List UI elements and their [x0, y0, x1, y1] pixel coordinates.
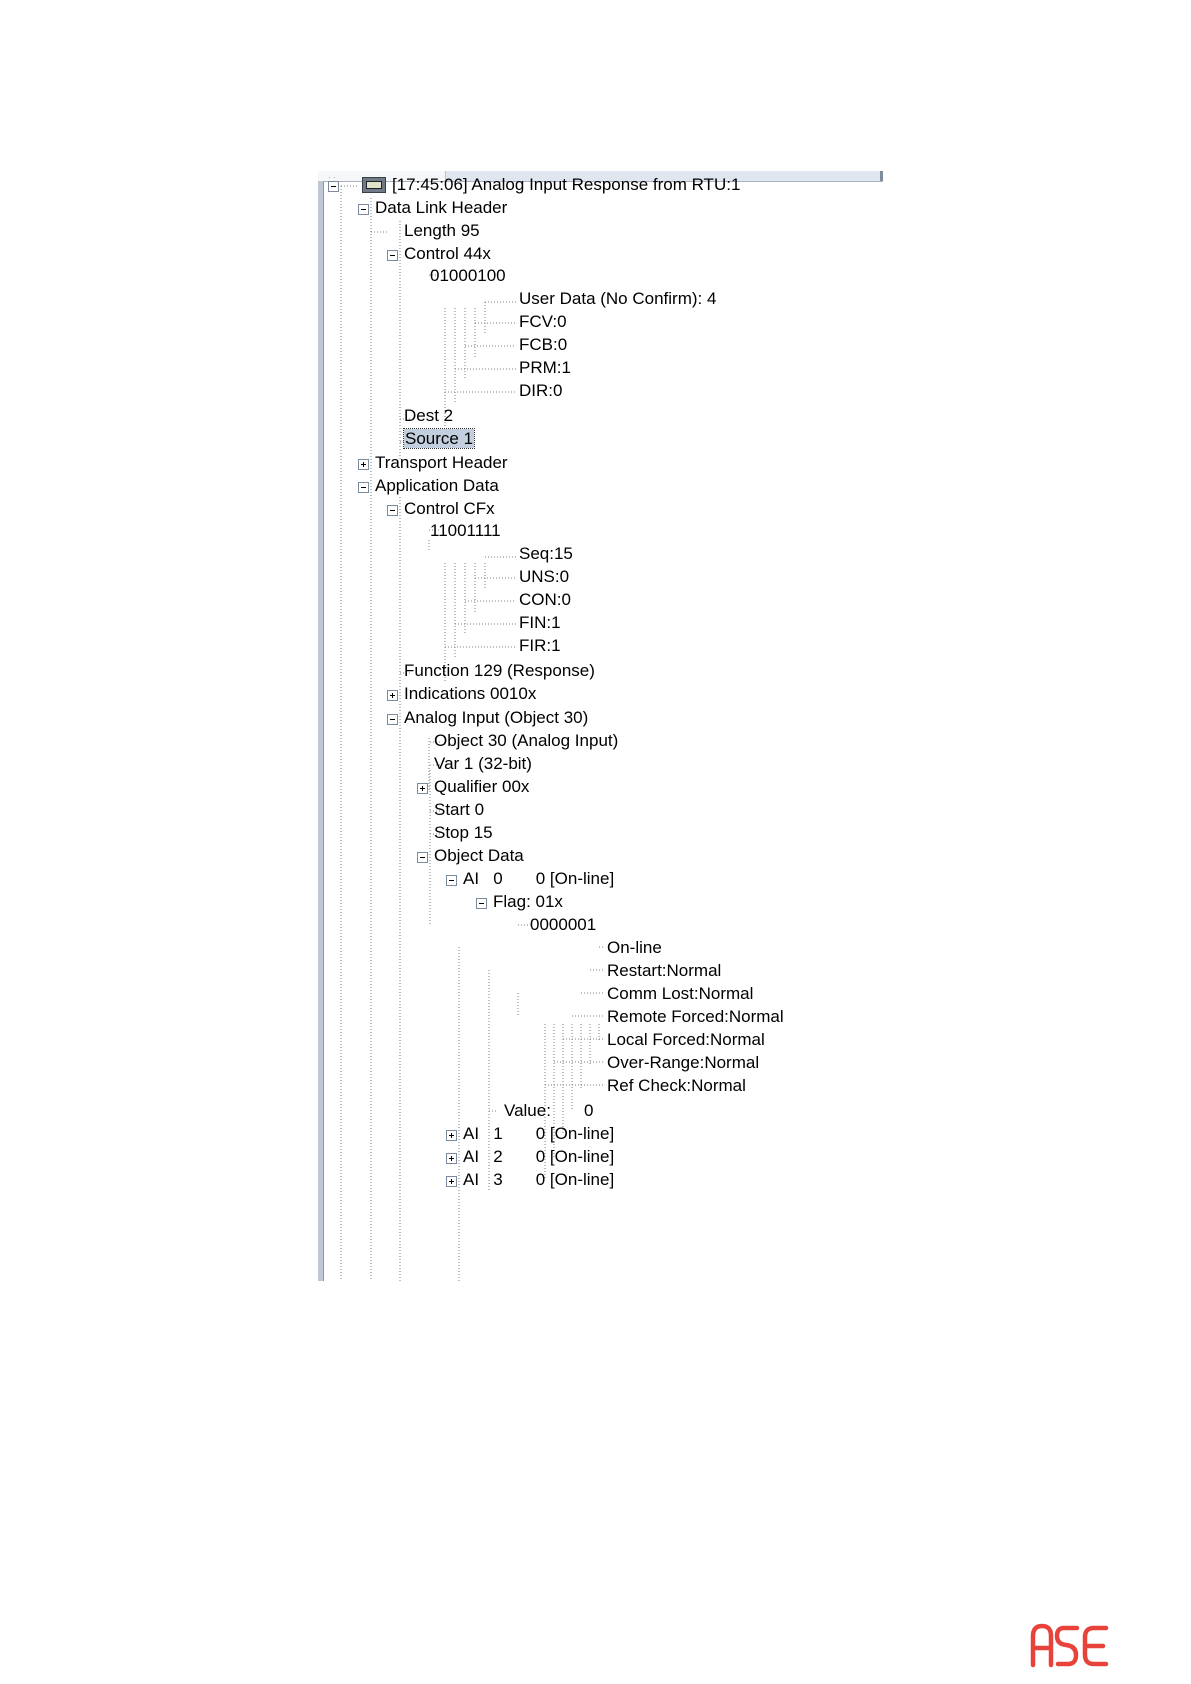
- node-length[interactable]: Length 95: [404, 221, 480, 240]
- message-icon: [362, 177, 386, 193]
- collapse-icon[interactable]: [476, 898, 487, 909]
- node-fcb[interactable]: FCB:0: [519, 335, 568, 354]
- protocol-tree-view[interactable]: · ·: [318, 171, 883, 1281]
- node-ai-3[interactable]: AI 3 0 [On-line]: [463, 1170, 615, 1189]
- expand-icon[interactable]: [446, 1130, 457, 1141]
- node-indications[interactable]: Indications 0010x: [404, 684, 537, 703]
- expand-icon[interactable]: [446, 1153, 457, 1164]
- tree-left-frame: [318, 181, 324, 1281]
- node-stop[interactable]: Stop 15: [434, 823, 493, 842]
- node-fir[interactable]: FIR:1: [519, 636, 561, 655]
- node-var[interactable]: Var 1 (32-bit): [434, 754, 532, 773]
- node-object[interactable]: Object 30 (Analog Input): [434, 731, 619, 750]
- node-restart[interactable]: Restart:Normal: [607, 961, 722, 980]
- collapse-icon[interactable]: [446, 875, 457, 886]
- node-con[interactable]: CON:0: [519, 590, 571, 609]
- window-tab[interactable]: · ·: [318, 171, 446, 182]
- node-source-selected[interactable]: Source 1: [402, 428, 476, 449]
- node-start[interactable]: Start 0: [434, 800, 485, 819]
- collapse-icon[interactable]: [328, 181, 339, 192]
- ase-logo: [1030, 1623, 1109, 1668]
- node-fcv[interactable]: FCV:0: [519, 312, 567, 331]
- node-remote-forced[interactable]: Remote Forced:Normal: [607, 1007, 784, 1026]
- node-uns[interactable]: UNS:0: [519, 567, 570, 586]
- expand-icon[interactable]: [358, 459, 369, 470]
- node-object-data[interactable]: Object Data: [434, 846, 524, 865]
- collapse-icon[interactable]: [417, 852, 428, 863]
- node-ai-2[interactable]: AI 2 0 [On-line]: [463, 1147, 615, 1166]
- node-value[interactable]: Value: 0: [504, 1101, 594, 1120]
- node-local-forced[interactable]: Local Forced:Normal: [607, 1030, 765, 1049]
- node-flag-bits[interactable]: 0000001: [530, 915, 597, 934]
- node-analog-input[interactable]: Analog Input (Object 30): [404, 708, 589, 727]
- node-ref-check[interactable]: Ref Check:Normal: [607, 1076, 746, 1095]
- collapse-icon[interactable]: [387, 250, 398, 261]
- tree-connector-lines: [340, 185, 604, 1281]
- node-qualifier[interactable]: Qualifier 00x: [434, 777, 530, 796]
- tree-root-message[interactable]: [17:45:06] Analog Input Response from RT…: [392, 175, 741, 194]
- node-function[interactable]: Function 129 (Response): [404, 661, 595, 680]
- node-over-range[interactable]: Over-Range:Normal: [607, 1053, 760, 1072]
- node-dir[interactable]: DIR:0: [519, 381, 563, 400]
- node-seq[interactable]: Seq:15: [519, 544, 573, 563]
- window-edge: [880, 171, 883, 181]
- expand-icon[interactable]: [417, 783, 428, 794]
- node-ai-1[interactable]: AI 1 0 [On-line]: [463, 1124, 615, 1143]
- node-app-control[interactable]: Control CFx: [404, 499, 495, 518]
- expand-icon[interactable]: [387, 690, 398, 701]
- collapse-icon[interactable]: [358, 204, 369, 215]
- node-dl-control-bits[interactable]: 01000100: [430, 266, 506, 285]
- node-transport-header[interactable]: Transport Header: [375, 453, 508, 472]
- node-dest[interactable]: Dest 2: [404, 406, 454, 425]
- node-application-data[interactable]: Application Data: [375, 476, 499, 495]
- node-flag[interactable]: Flag: 01x: [493, 892, 563, 911]
- node-user-data[interactable]: User Data (No Confirm): 4: [519, 289, 717, 308]
- node-comm-lost[interactable]: Comm Lost:Normal: [607, 984, 754, 1003]
- node-ai-0[interactable]: AI 0 0 [On-line]: [463, 869, 615, 888]
- node-fin[interactable]: FIN:1: [519, 613, 561, 632]
- node-app-control-bits[interactable]: 11001111: [430, 521, 501, 540]
- collapse-icon[interactable]: [387, 505, 398, 516]
- window-top-strip: · ·: [318, 171, 883, 182]
- collapse-icon[interactable]: [387, 714, 398, 725]
- node-online[interactable]: On-line: [607, 938, 662, 957]
- node-dl-control[interactable]: Control 44x: [404, 244, 491, 263]
- node-data-link-header[interactable]: Data Link Header: [375, 198, 508, 217]
- collapse-icon[interactable]: [358, 482, 369, 493]
- expand-icon[interactable]: [446, 1176, 457, 1187]
- node-prm[interactable]: PRM:1: [519, 358, 571, 377]
